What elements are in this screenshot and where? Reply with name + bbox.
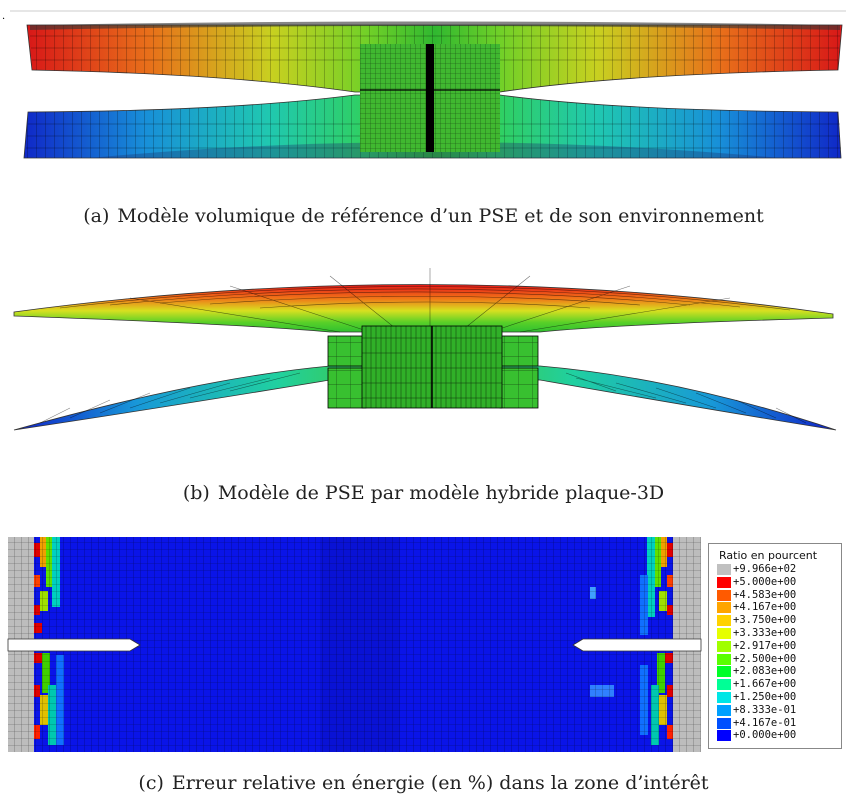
legend-swatch bbox=[717, 628, 731, 639]
legend-item: +3.750e+00 bbox=[717, 614, 837, 627]
legend-value: +4.583e+00 bbox=[733, 588, 797, 601]
caption-a-label: (a) bbox=[83, 205, 110, 227]
legend-title: Ratio en pourcent bbox=[719, 549, 818, 562]
legend-value: +3.750e+00 bbox=[733, 614, 797, 627]
legend-item: +5.000e+00 bbox=[717, 575, 837, 589]
caption-c: (c) Erreur relative en énergie (en %) dan… bbox=[0, 772, 847, 794]
legend-value: +1.250e+00 bbox=[733, 691, 797, 703]
legend-value: +8.333e-01 bbox=[733, 703, 797, 716]
color-legend: Ratio en pourcent +9.966e+02+5.000e+00+4… bbox=[708, 543, 842, 749]
caption-b-text: Modèle de PSE par modèle hybride plaque-… bbox=[217, 482, 665, 504]
legend-swatch bbox=[717, 589, 731, 601]
legend-swatch bbox=[717, 564, 731, 575]
legend-item: +1.667e+00 bbox=[717, 678, 837, 691]
legend-swatch bbox=[717, 576, 731, 588]
legend-value: +2.917e+00 bbox=[733, 639, 797, 652]
legend-value: +3.333e+00 bbox=[733, 627, 797, 639]
legend-item: +1.250e+00 bbox=[717, 691, 837, 704]
figure-c-relative-energy-error bbox=[0, 535, 705, 755]
caption-a-text: Modèle volumique de référence d’un PSE e… bbox=[117, 205, 764, 227]
legend-item: +3.333e+00 bbox=[717, 627, 837, 640]
caption-c-label: (c) bbox=[138, 772, 164, 794]
legend-swatch bbox=[717, 602, 731, 614]
legend-swatch bbox=[717, 679, 731, 691]
figure-b-hybrid-plate-3d-model bbox=[0, 258, 847, 438]
caption-b: (b) Modèle de PSE par modèle hybride plaq… bbox=[0, 482, 847, 504]
legend-swatch bbox=[717, 704, 731, 716]
caption-a: (a) Modèle volumique de référence d’un PS… bbox=[0, 205, 847, 227]
legend-swatch bbox=[717, 666, 731, 678]
figure-a-reference-volume-model: · bbox=[0, 8, 847, 188]
legend-swatch bbox=[717, 653, 731, 665]
legend-value: +2.083e+00 bbox=[733, 665, 797, 678]
legend-item: +4.167e-01 bbox=[717, 716, 837, 730]
legend-item: +9.966e+02 bbox=[717, 563, 837, 576]
legend-swatch bbox=[717, 640, 731, 652]
caption-b-label: (b) bbox=[182, 482, 210, 504]
legend-item: +8.333e-01 bbox=[717, 703, 837, 717]
svg-text:·: · bbox=[2, 14, 5, 25]
legend-item: +2.083e+00 bbox=[717, 665, 837, 678]
legend-item: +2.500e+00 bbox=[717, 652, 837, 666]
legend-swatch bbox=[717, 692, 731, 703]
legend-item: +0.000e+00 bbox=[717, 729, 837, 742]
legend-item: +4.167e+00 bbox=[717, 601, 837, 614]
legend-value: +0.000e+00 bbox=[733, 729, 797, 742]
legend-value: +5.000e+00 bbox=[733, 575, 797, 588]
legend-swatch bbox=[717, 717, 731, 729]
legend-swatch bbox=[717, 615, 731, 627]
legend-item: +2.917e+00 bbox=[717, 639, 837, 653]
legend-value: +2.500e+00 bbox=[733, 652, 797, 665]
legend-value: +9.966e+02 bbox=[733, 563, 797, 575]
legend-value: +4.167e+00 bbox=[733, 601, 797, 614]
legend-value: +4.167e-01 bbox=[733, 716, 797, 729]
legend-swatch bbox=[717, 730, 731, 742]
caption-c-text: Erreur relative en énergie (en %) dans l… bbox=[171, 772, 709, 794]
legend-item: +4.583e+00 bbox=[717, 588, 837, 602]
legend-value: +1.667e+00 bbox=[733, 678, 797, 691]
